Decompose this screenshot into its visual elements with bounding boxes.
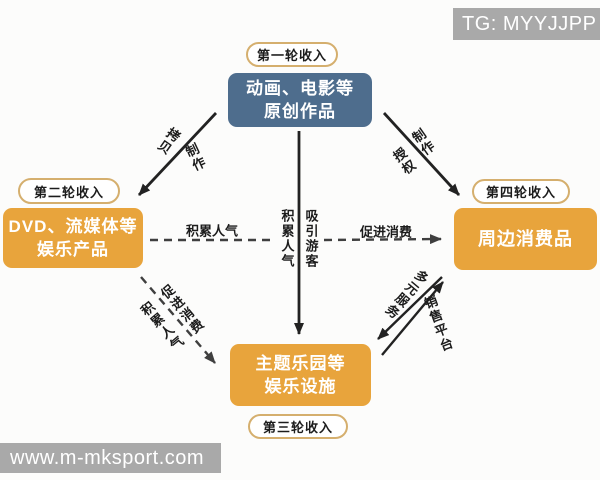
edge-label-produce-left: 制作	[181, 141, 209, 175]
edge-label-attract-visitors-vertical: 吸引游客	[303, 209, 319, 269]
edge-label-copy: 拷贝	[153, 124, 183, 158]
node-original-works-line1: 动画、电影等	[246, 78, 354, 98]
tg-watermark-text: TG: MYYJJPP	[462, 12, 597, 35]
pill-round-1: 第一轮收入	[246, 42, 338, 67]
node-dvd-products-line1: DVD、流媒体等	[8, 216, 138, 236]
node-dvd-products-line2: 娱乐产品	[37, 240, 109, 259]
node-theme-park: 主题乐园等 娱乐设施	[230, 344, 371, 406]
node-theme-park-line1: 主题乐园等	[255, 353, 346, 373]
pill-round-4: 第四轮收入	[472, 179, 570, 204]
tg-watermark-bar: TG: MYYJJPP	[453, 8, 600, 40]
node-original-works: 动画、电影等 原创作品	[228, 73, 372, 127]
arrow-original-to-dvd	[137, 112, 218, 196]
node-dvd-products: DVD、流媒体等 娱乐产品	[3, 208, 143, 268]
node-original-works-line2: 原创作品	[264, 102, 336, 121]
edge-label-promote-consumption-horizontal: 促进消费	[359, 224, 413, 240]
pill-round-2: 第二轮收入	[18, 178, 120, 204]
site-watermark-text: www.m-mksport.com	[10, 446, 205, 469]
node-merchandise-label: 周边消费品	[478, 228, 573, 249]
site-watermark-bar: www.m-mksport.com	[0, 443, 221, 473]
pill-round-3: 第三轮收入	[248, 414, 348, 439]
node-merchandise: 周边消费品	[454, 208, 597, 270]
node-theme-park-line2: 娱乐设施	[264, 377, 337, 396]
edge-label-accumulate-popularity-vertical: 积累人气	[279, 209, 295, 269]
edge-label-accumulate-popularity-horizontal: 积累人气	[185, 223, 239, 239]
edge-label-sales-platform: 销售平台	[420, 293, 456, 355]
